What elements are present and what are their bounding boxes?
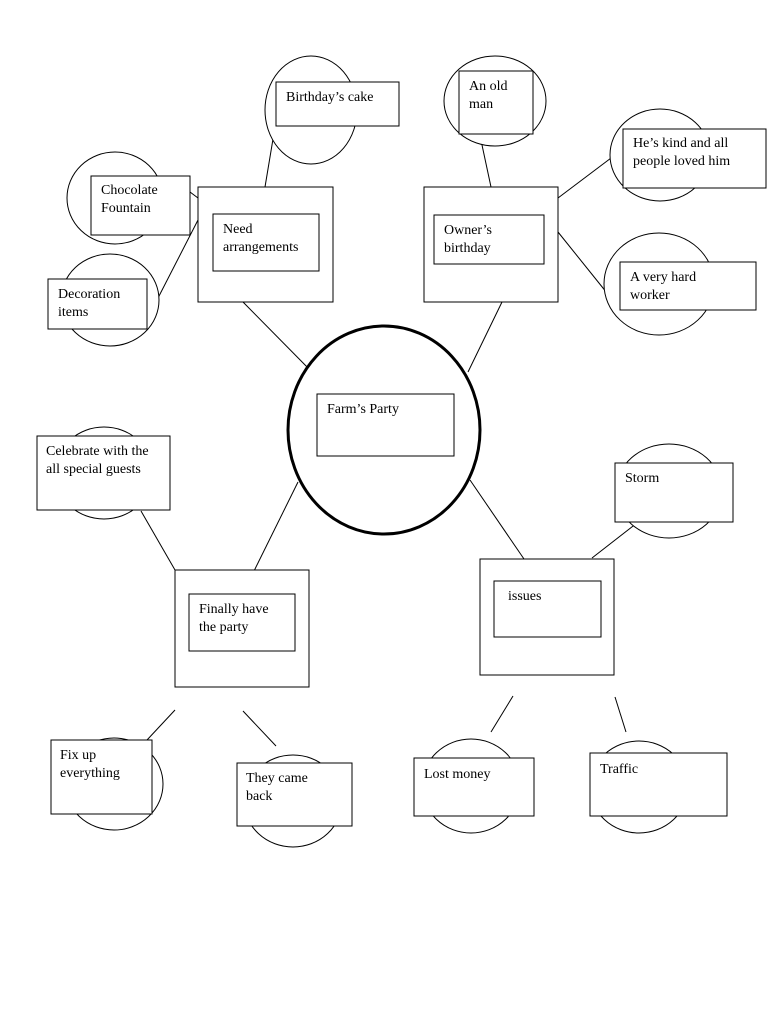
leaf-came-back-label: They came back [246, 771, 311, 804]
connector-issues-money [490, 695, 514, 733]
connector-center-issues [469, 479, 525, 560]
leaf-chocolate-fountain: Chocolate Fountain [66, 151, 191, 245]
leaf-hard-worker-box [619, 261, 757, 311]
branch-party-inner-box [188, 593, 296, 652]
leaf-chocolate-fountain-box [90, 175, 191, 236]
connector-center-birthday [467, 301, 503, 373]
leaf-old-man-label: An old man [469, 79, 511, 112]
connector-arrangements-decoration [157, 219, 199, 299]
leaf-kind-box [622, 128, 767, 189]
branch-issues: issues [479, 558, 615, 676]
connector-center-party [253, 481, 299, 572]
leaf-birthday-cake-label: Birthday’s cake [286, 90, 373, 105]
branch-party-label: Finally have the party [199, 602, 272, 635]
leaf-fix-up: Fix up everything [50, 737, 164, 831]
connector-arrangements-fountain [189, 191, 199, 199]
connector-party-celebrate [140, 510, 176, 571]
branch-party: Finally have the party [174, 569, 310, 688]
leaf-lost-money-box [413, 757, 535, 817]
leaf-traffic-label: Traffic [600, 762, 638, 777]
leaf-hard-worker-label: A very hard worker [630, 270, 700, 303]
connector-issues-storm [591, 522, 638, 559]
connector-issues-traffic [614, 696, 627, 733]
leaf-celebrate-box [36, 435, 171, 511]
leaf-birthday-cake-box [275, 81, 400, 127]
leaf-fix-up-box [50, 739, 153, 815]
leaf-decoration-items-label: Decoration items [58, 287, 124, 320]
leaf-old-man: An old man [443, 55, 547, 147]
leaf-storm-box [614, 462, 734, 523]
leaf-birthday-cake: Birthday’s cake [264, 55, 400, 165]
branch-arrangements-label: Need arrangements [223, 222, 298, 255]
leaf-lost-money-label: Lost money [424, 767, 491, 782]
branch-issues-label: issues [508, 589, 541, 604]
leaf-hard-worker: A very hard worker [603, 232, 757, 336]
branch-birthday: Owner’s birthday [423, 186, 559, 303]
leaf-traffic-box [589, 752, 728, 817]
branch-arrangements: Need arrangements [197, 186, 334, 303]
leaf-storm: Storm [614, 443, 734, 539]
branch-issues-inner-box [493, 580, 602, 638]
connectors [140, 126, 638, 747]
branch-arrangements-inner-box [212, 213, 320, 272]
connector-birthday-worker [557, 231, 608, 294]
center-label: Farm’s Party [327, 402, 399, 417]
leaf-came-back-box [236, 762, 353, 827]
connector-birthday-oldman [481, 144, 492, 188]
connector-party-fix [146, 709, 176, 741]
leaf-fix-up-label: Fix up everything [60, 748, 120, 781]
center-label-box [316, 393, 455, 457]
branch-birthday-inner-box [433, 214, 545, 265]
leaf-decoration-items: Decoration items [47, 253, 160, 347]
leaf-old-man-box [458, 70, 534, 135]
leaf-came-back: They came back [236, 754, 353, 848]
center-node: Farm’s Party [286, 324, 482, 536]
leaf-storm-label: Storm [625, 471, 659, 486]
leaf-lost-money: Lost money [413, 738, 535, 834]
leaf-kind: He’s kind and all people loved him [609, 108, 767, 202]
leaf-traffic: Traffic [589, 740, 728, 834]
branch-birthday-label: Owner’s birthday [444, 223, 495, 256]
leaf-celebrate: Celebrate with the all special guests [36, 426, 171, 520]
connector-party-cameback [242, 710, 277, 747]
leaf-kind-label: He’s kind and all people loved him [633, 136, 732, 169]
leaf-chocolate-fountain-label: Chocolate Fountain [101, 183, 161, 216]
connector-center-arrangements [242, 301, 313, 373]
leaf-decoration-items-box [47, 278, 148, 330]
leaf-celebrate-label: Celebrate with the all special guests [46, 444, 152, 477]
